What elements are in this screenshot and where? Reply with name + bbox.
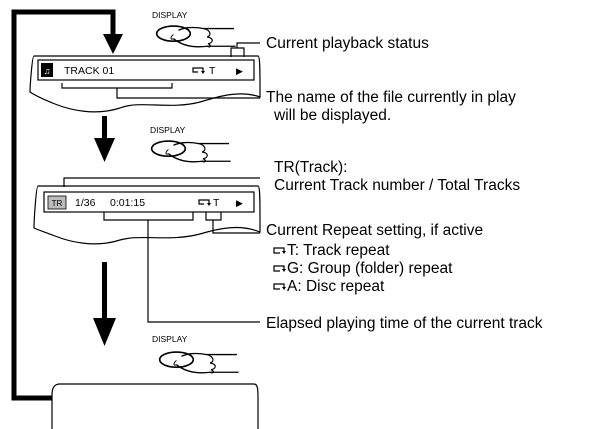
repeat-item-group: G: Group (folder) repeat [273, 260, 453, 277]
file-name-label-line1: The name of the file currently in play [266, 89, 516, 106]
screen-3 [51, 383, 259, 429]
screen-1: ♫ TRACK 01 T ▶ [29, 42, 261, 113]
track-name-text: TRACK 01 [64, 65, 114, 77]
repeat-icon [198, 199, 211, 206]
play-icon: ▶ [236, 198, 243, 208]
repeat-setting-text: T [213, 197, 220, 209]
repeat-heading-label: Current Repeat setting, if active [266, 222, 483, 239]
repeat-icon [273, 283, 286, 290]
repeat-item-track: T: Track repeat [273, 242, 390, 259]
svg-text:TR: TR [52, 199, 63, 208]
play-icon: ▶ [236, 66, 243, 76]
music-note-icon [41, 63, 53, 77]
tr-badge [47, 195, 67, 210]
repeat-track-label: T: Track repeat [287, 242, 390, 259]
repeat-icon [273, 247, 286, 254]
track-count-text: 1/36 [75, 197, 96, 209]
arrow-down-2 [93, 262, 116, 346]
display-label-3: DISPLAY [152, 334, 188, 344]
svg-text:♫: ♫ [44, 66, 51, 76]
annotations: Current playback status The name of the … [266, 35, 543, 332]
pressing-hand-icon [158, 351, 240, 374]
display-button-2[interactable]: DISPLAY [150, 125, 232, 163]
file-name-label-line2: will be displayed. [273, 107, 391, 124]
display-label-1: DISPLAY [152, 10, 188, 20]
elapsed-time-text: 0:01:15 [110, 197, 145, 209]
display-button-3[interactable]: DISPLAY [152, 334, 240, 374]
screen-2: TR 1/36 0:01:15 T ▶ [33, 177, 261, 323]
repeat-icon [273, 265, 286, 272]
playback-status-label: Current playback status [266, 35, 429, 52]
repeat-icon [192, 67, 205, 74]
elapsed-time-label: Elapsed playing time of the current trac… [266, 315, 543, 332]
display-label-2: DISPLAY [150, 125, 186, 135]
repeat-item-disc: A: Disc repeat [273, 278, 385, 295]
pressing-hand-icon [150, 140, 232, 163]
cycle-loop-line [11, 9, 123, 401]
tr-label-line2: Current Track number / Total Tracks [274, 177, 520, 194]
repeat-disc-label: A: Disc repeat [287, 278, 385, 295]
tr-label-line1: TR(Track): [274, 159, 347, 176]
pressing-hand-icon [155, 25, 237, 48]
repeat-group-label: G: Group (folder) repeat [287, 260, 453, 277]
repeat-setting-text: T [209, 65, 216, 77]
display-button-1[interactable]: DISPLAY [152, 10, 237, 48]
arrow-down-1 [94, 116, 115, 162]
